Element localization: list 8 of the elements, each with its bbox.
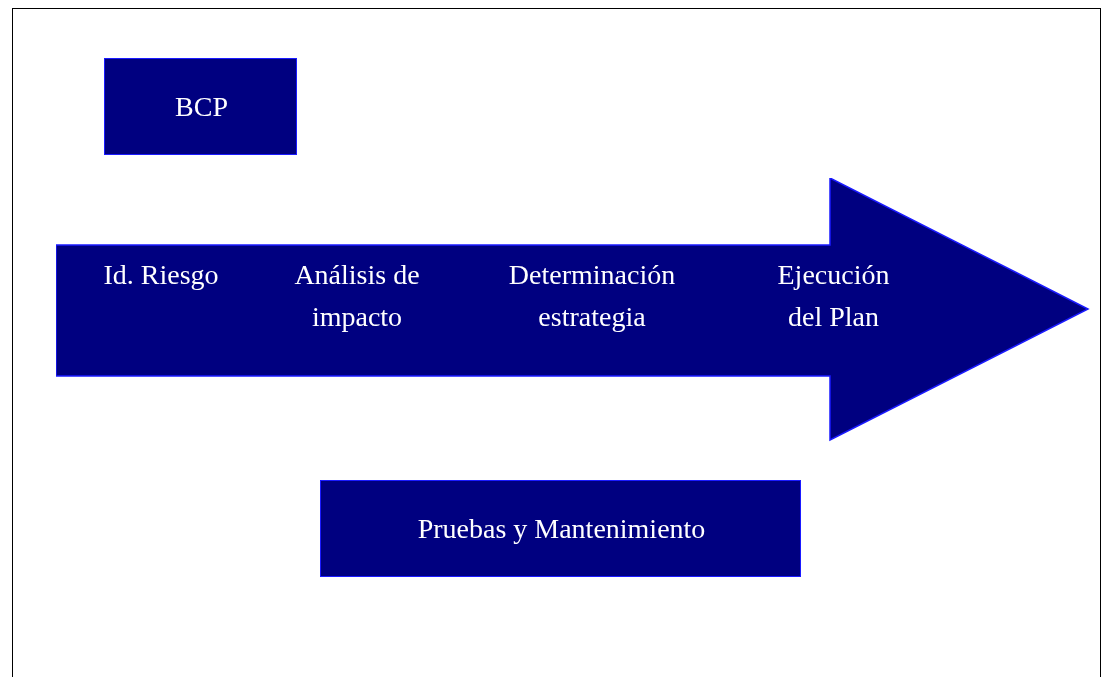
step-label: Id. Riesgo (102, 258, 220, 292)
step-label: Análisis de impacto (293, 258, 421, 334)
process-box (320, 480, 801, 577)
step-label: Pruebas y Mantenimiento (416, 512, 707, 546)
step-label: Ejecución del Plan (776, 258, 891, 334)
step-label: BCP (174, 90, 229, 124)
step-label: Determinación estrategia (507, 258, 677, 334)
process-box (104, 58, 297, 155)
